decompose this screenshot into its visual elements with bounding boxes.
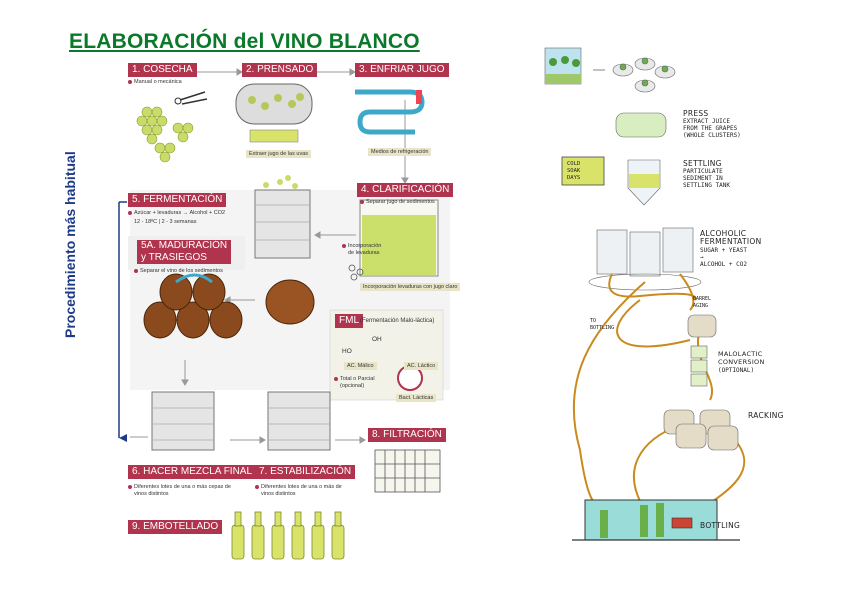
step-prensado: 2. PRENSADO [242,63,318,77]
note-bact-2: (opcional) [340,383,365,389]
chem-ho: HO [342,348,352,355]
label-conversion: CONVERSION [718,358,765,366]
thermometer-icon [416,90,422,104]
label-racking: RACKING [748,411,784,420]
side-arrow-head [119,434,127,442]
label-alcoholic: ALCOHOLIC [700,229,747,238]
note-ferment-1: Azúcar + levaduras → Alcohol + CO2 [128,210,225,217]
note-cosecha: Manual o mecánica [128,79,182,86]
note-ferment-1-text: Azúcar + levaduras → Alcohol + CO2 [134,210,226,216]
note-jugo-claro: Incorporación levaduras con jugo claro [360,283,461,291]
note-estab-1: Diferentes lotes de una o más de [261,484,342,490]
step-embotellado: 9. EMBOTELLADO [128,520,223,534]
label-alc-desc: SUGAR + YEAST → ALCOHOL + CO2 [700,247,747,268]
flow-arrows [130,68,409,444]
harvest-baskets [612,57,676,93]
bottling-machine [572,499,740,541]
blend-tank [151,391,215,451]
malolactic-tubes [690,345,708,387]
grapes-illustration [136,91,208,163]
press-drum-right [615,112,667,138]
bottles-illustration [231,511,345,560]
step-mezcla: 6. HACER MEZCLA FINAL [128,465,257,479]
note-clarificacion-text: Separar jugo de sedimentos [366,199,435,205]
side-label: Procedimiento más habitual [62,151,78,338]
note-ferment-2: 12 - 18ºC | 2 - 3 semanas [134,219,197,225]
label-to-bottling: TO BOTTLING [590,318,615,331]
label-fermentation: FERMENTATION [700,237,762,246]
yeast-icon [348,264,364,281]
step-maduracion: 5A. MADURACIÓN y TRASIEGOS [137,240,232,264]
barrel-stack [143,273,243,339]
label-bottling: BOTTLING [700,521,741,530]
note-prensado: Extraer jugo de las uvas [246,150,312,158]
cold-soak-sign [561,156,605,186]
clarification-tank [359,199,439,277]
label-press: PRESS [683,109,709,118]
note-cosecha-text: Manual o mecánica [134,79,182,85]
vineyard-illustration [544,47,582,85]
note-estab-2: vinos distintos [261,491,296,497]
label-settling: SETTLING [683,159,722,168]
filter-illustration [374,449,441,493]
transfer-hose [175,273,213,284]
note-mezcla-1: Diferentes lotes de una o más cepas de [134,484,231,490]
hoses [572,273,746,511]
label-bacterias: Bact. Lácticas [396,394,437,402]
maduracion-line1: 5A. MADURACIÓN [141,240,228,251]
step-cosecha: 1. COSECHA [128,63,197,77]
barrels-right [663,314,739,451]
note-bact-1: Total o Parcial [340,376,375,382]
maduracion-line2: y TRASIEGOS [141,252,207,263]
settling-tank-right [627,159,661,206]
label-ac-lactico: AC. Láctico [404,362,439,370]
cooling-coil-illustration [355,89,425,135]
label-settling-desc: PARTICULATE SEDIMENT IN SETTLING TANK [683,168,730,189]
step-filtracion: 8. FILTRACIÓN [368,428,446,442]
label-malolactic: MALOLACTIC [718,350,763,358]
step-clarificacion: 4. CLARIFICACIÓN [357,183,454,197]
page-title: ELABORACIÓN del VINO BLANCO [69,30,420,53]
label-ac-malico: AC. Málico [344,362,377,370]
note-levaduras-2: de levaduras [348,250,380,256]
step-fermentacion: 5. FERMENTACIÓN [128,193,227,207]
note-levaduras-1: Incorporación [348,243,382,249]
single-barrel [265,279,315,325]
fermentation-tank [254,175,311,259]
fermentation-tanks-right [588,227,702,291]
stabilization-tank [267,391,331,451]
label-cold-soak: COLD SOAK DAYS [567,161,581,181]
note-fml-full: (Fermentación Malo-láctica) [360,318,435,324]
note-bact: Total o Parcial(opcional) [334,376,375,390]
label-optional: (OPTIONAL) [718,367,755,374]
chem-oh: OH [372,336,382,343]
label-barrel-aging: BARREL AGING [693,296,712,309]
step-enfriar: 3. ENFRIAR JUGO [355,63,449,77]
step-fml: FML [335,314,363,328]
note-maduracion-text: Separar el vino de los sedimentos [140,268,223,274]
note-mezcla-2: vinos distintos [134,491,169,497]
note-maduracion: Separar el vino de los sedimentos [134,268,223,275]
label-press-desc: EXTRACT JUICE FROM THE GRAPES (WHOLE CLU… [683,118,741,139]
note-enfriar: Medios de refrigeración [368,148,432,156]
step-estabilizacion: 7. ESTABILIZACIÓN [255,465,356,479]
press-illustration [235,83,313,143]
note-clarificacion: Separar jugo de sedimentos [360,199,435,206]
